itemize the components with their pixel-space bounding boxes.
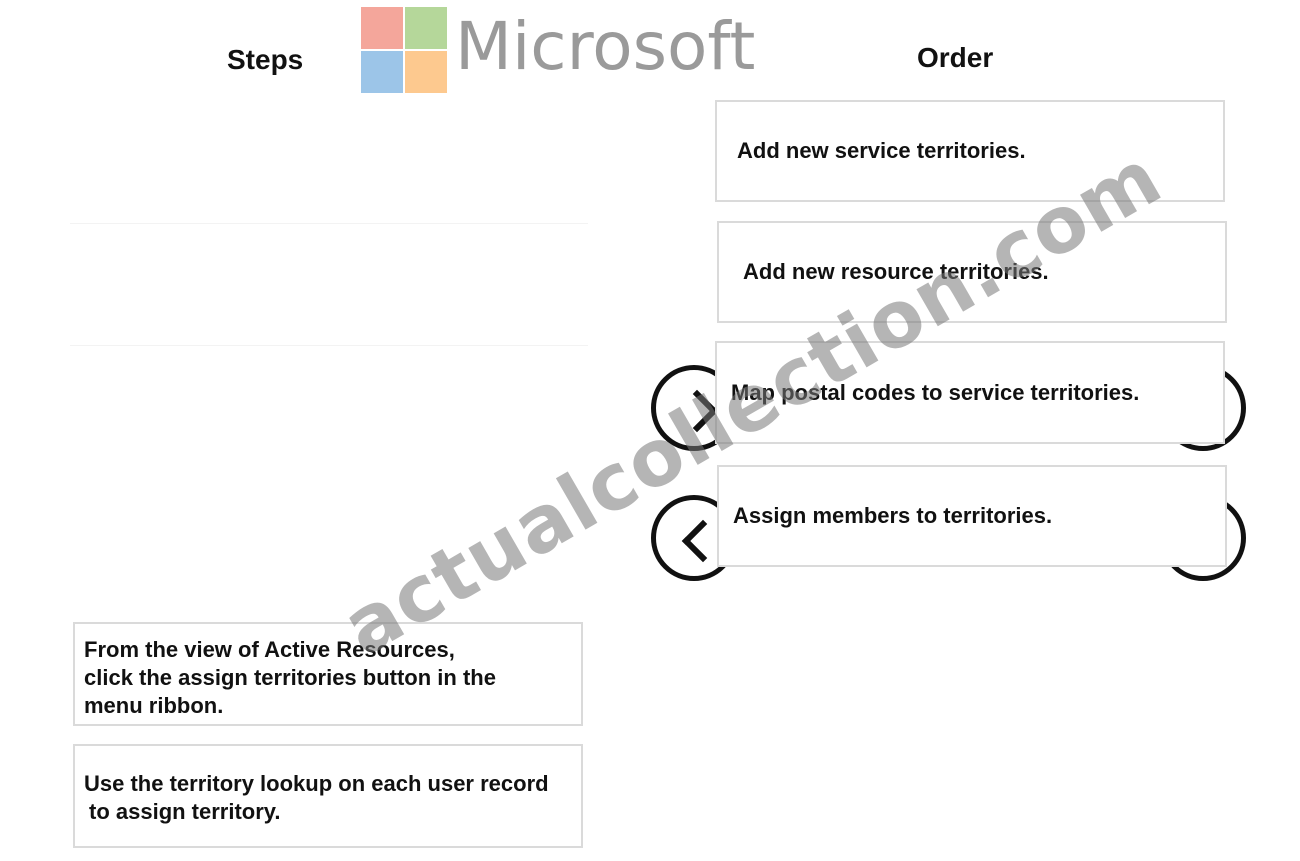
order-item-4[interactable]: Assign members to territories. xyxy=(717,465,1227,567)
step-item-line: menu ribbon. xyxy=(84,693,224,718)
logo-square-blue xyxy=(361,51,403,93)
logo-wordmark: Microsoft xyxy=(455,8,756,85)
watermark: actualcollection.com xyxy=(328,132,1177,674)
order-item-1[interactable]: Add new service territories. xyxy=(715,100,1225,202)
order-item-label: Add new resource territories. xyxy=(743,259,1049,284)
logo-square-green xyxy=(405,7,447,49)
step-item-1[interactable]: From the view of Active Resources, click… xyxy=(73,622,583,726)
order-heading: Order xyxy=(917,42,994,73)
step-item-2[interactable]: Use the territory lookup on each user re… xyxy=(73,744,583,848)
order-item-label: Add new service territories. xyxy=(737,138,1026,163)
microsoft-logo: Microsoft xyxy=(361,7,761,97)
order-item-label: Assign members to territories. xyxy=(733,503,1053,528)
step-item-line: From the view of Active Resources, xyxy=(84,637,455,662)
step-item-line: click the assign territories button in t… xyxy=(84,665,496,690)
order-item-3[interactable]: Map postal codes to service territories. xyxy=(715,341,1225,444)
steps-heading: Steps xyxy=(227,44,304,75)
logo-square-yellow xyxy=(405,51,447,93)
order-item-label: Map postal codes to service territories. xyxy=(731,379,1140,405)
order-item-2[interactable]: Add new resource territories. xyxy=(717,221,1227,323)
empty-step-slot-divider xyxy=(70,345,588,346)
empty-step-slot-divider xyxy=(70,223,588,224)
step-item-line: to assign territory. xyxy=(89,799,281,824)
step-item-line: Use the territory lookup on each user re… xyxy=(84,771,549,796)
logo-square-red xyxy=(361,7,403,49)
